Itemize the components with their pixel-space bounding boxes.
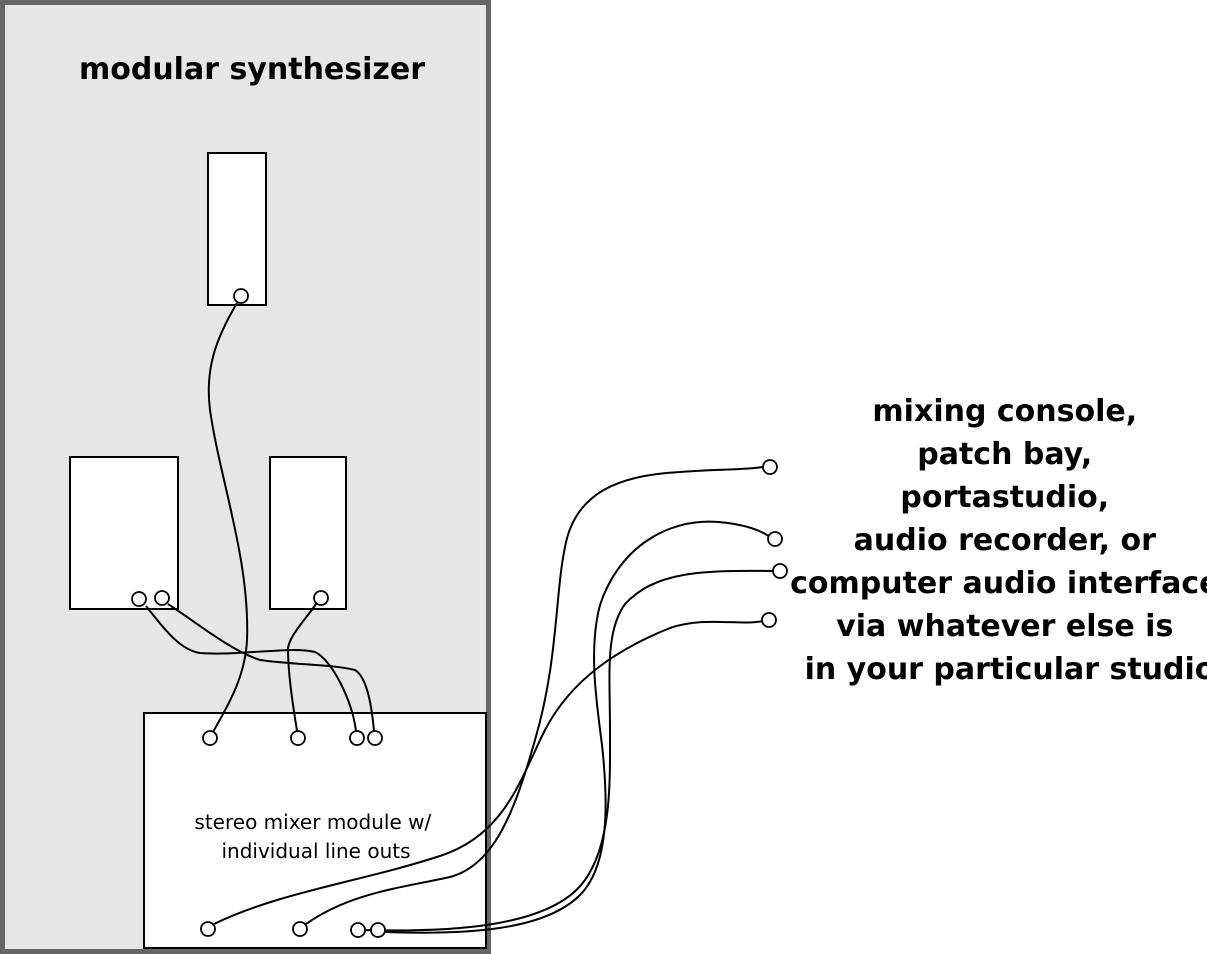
jack-mixer-out-4 [370, 922, 386, 938]
jack-mixer-out-2 [292, 921, 308, 937]
output-cable-3 [383, 520, 771, 934]
patch-cable-left-a-to-mixer-in-3 [145, 605, 357, 732]
patch-cable-top-to-mixer-in-1 [207, 302, 249, 733]
output-cable-2 [305, 466, 764, 925]
jack-top-out [233, 288, 249, 304]
destination-line-7: in your particular studio [805, 652, 1207, 687]
jack-mixer-in-1 [202, 730, 218, 746]
module-right [269, 456, 347, 610]
jack-mixer-in-4 [367, 730, 383, 746]
destination-label: mixing console, patch bay, portastudio, … [790, 394, 1207, 687]
jack-mixer-out-3 [350, 922, 366, 938]
jack-right-out [313, 590, 329, 606]
destination-line-4: audio recorder, or [854, 523, 1156, 558]
mixer-label-line-2: individual line outs [221, 839, 410, 863]
jack-studio-in-4 [761, 612, 777, 628]
destination-line-2: patch bay, [917, 437, 1092, 472]
jack-left-out-a [131, 591, 147, 607]
output-cable-1 [213, 620, 764, 925]
mixer-label-line-1: stereo mixer module w/ [194, 810, 431, 834]
jack-studio-in-2 [767, 531, 783, 547]
jack-mixer-in-2 [290, 730, 306, 746]
destination-line-1: mixing console, [872, 394, 1137, 429]
module-left [69, 456, 179, 610]
jack-mixer-out-1 [200, 921, 216, 937]
module-top [207, 152, 267, 306]
destination-line-3: portastudio, [900, 480, 1109, 515]
synth-title: modular synthesizer [79, 52, 425, 87]
destination-line-5: computer audio interface [790, 566, 1207, 601]
jack-mixer-in-3 [349, 730, 365, 746]
jack-studio-in-1 [762, 459, 778, 475]
mixer-module [143, 712, 487, 949]
output-cable-4 [362, 569, 774, 932]
mixer-label: stereo mixer module w/ individual line o… [194, 810, 437, 863]
jack-left-out-b [154, 590, 170, 606]
jack-studio-in-3 [772, 563, 788, 579]
destination-line-6: via whatever else is [836, 609, 1173, 644]
patch-cable-left-b-to-mixer-in-4 [167, 603, 375, 732]
patch-cable-right-to-mixer-in-2 [286, 603, 317, 732]
